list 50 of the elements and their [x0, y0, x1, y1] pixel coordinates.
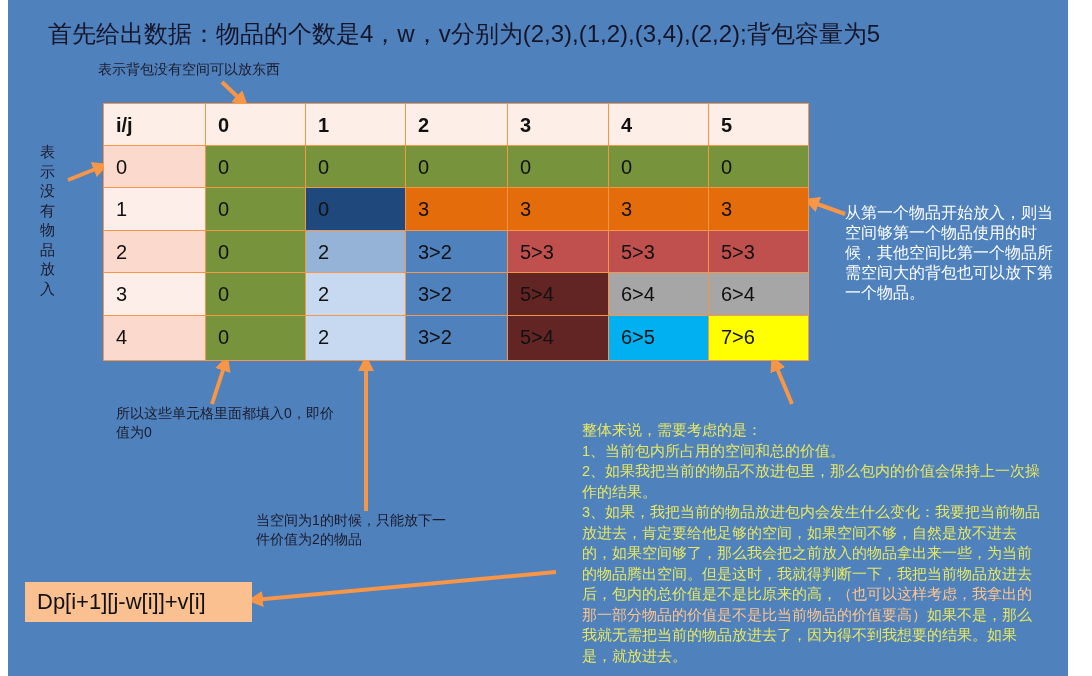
- table-cell: 5>3: [507, 230, 609, 273]
- header-cell: 1: [103, 187, 206, 231]
- annotation-text: 表示没有物品放入: [38, 142, 56, 298]
- table-cell: 0: [305, 145, 406, 188]
- table-cell: 3: [608, 187, 709, 231]
- table-cell: 3: [507, 187, 609, 231]
- annotation-text: 当空间为1的时候，只能放下一件价值为2的物品: [256, 511, 448, 551]
- table-cell: 2: [305, 315, 406, 361]
- table-cell: 6>4: [708, 272, 809, 316]
- table-cell: 0: [205, 187, 306, 231]
- header-cell: 3: [507, 103, 609, 146]
- table-cell: 3: [405, 187, 508, 231]
- table-cell: 0: [608, 145, 709, 188]
- table-cell: 0: [205, 315, 306, 361]
- annotation-text: 表示背包没有空间可以放东西: [98, 60, 358, 82]
- table-cell: 5>4: [507, 272, 609, 316]
- header-cell: 3: [103, 272, 206, 316]
- table-cell: 3: [708, 187, 809, 231]
- table-cell: 7>6: [708, 315, 809, 361]
- table-cell: 5>3: [608, 230, 709, 273]
- table-cell: 0: [205, 272, 306, 316]
- table-cell: 0: [507, 145, 609, 188]
- table-cell: 0: [405, 145, 508, 188]
- table-cell: 0: [205, 145, 306, 188]
- title: 首先给出数据：物品的个数是4，w，v分别为(2,3),(1,2),(3,4),(2,2);背包容量为5: [48, 19, 881, 49]
- header-cell: 1: [305, 103, 406, 146]
- table-cell: 5>4: [507, 315, 609, 361]
- header-cell: 5: [708, 103, 809, 146]
- annotation-text: 所以这些单元格里面都填入0，即价值为0: [116, 404, 334, 444]
- formula-box: Dp[i+1][j-w[i]]+v[i]: [25, 582, 252, 622]
- header-cell: 4: [608, 103, 709, 146]
- header-cell: 2: [103, 230, 206, 273]
- header-cell: 4: [103, 315, 206, 361]
- annotation-text: 从第一个物品开始放入，则当空间够第一个物品使用的时候，其他空间比第一个物品所需空间大的背包也可以放下第一个物品。: [845, 203, 1060, 303]
- header-cell: 2: [405, 103, 508, 146]
- table-cell: 5>3: [708, 230, 809, 273]
- header-cell: 0: [103, 145, 206, 188]
- header-cell: i/j: [103, 103, 206, 146]
- note-paragraph: 1、当前包内所占用的空间和总的价值。: [582, 441, 847, 461]
- table-cell: 2: [305, 272, 406, 316]
- table-cell: 0: [205, 230, 306, 273]
- table-cell: 0: [305, 187, 406, 231]
- header-cell: 0: [205, 103, 306, 146]
- table-cell: 6>5: [608, 315, 709, 361]
- note-paragraph: 2、如果我把当前的物品不放进包里，那么包内的价值会保持上一次操作的结果。: [582, 462, 1042, 502]
- table-cell: 6>4: [608, 272, 709, 316]
- note-paragraph: 3、如果，我把当前的物品放进包内会发生什么变化：我要把当前物品放进去，肯定要给他足够的空间，如果空间不够，自然是放不进去的，如果空间够了，那么我会把之前放入的物品拿出来一些，为当前的物品腾出空间。但是这时，我就得判断一下，我把当前物品放进去后，包内的总价值是不是比原来的高，（也可以这样考虑，我拿出的那一部分物品的价值是不是比当前物品的价值要高）如果不是，那么我就无需把当前的物品放进去了，因为得不到我想要的结果。如果是，就放进去。: [582, 503, 1042, 666]
- table-cell: 0: [708, 145, 809, 188]
- note-paragraph: 整体来说，需要考虑的是：: [582, 421, 763, 440]
- table-cell: 2: [305, 230, 406, 273]
